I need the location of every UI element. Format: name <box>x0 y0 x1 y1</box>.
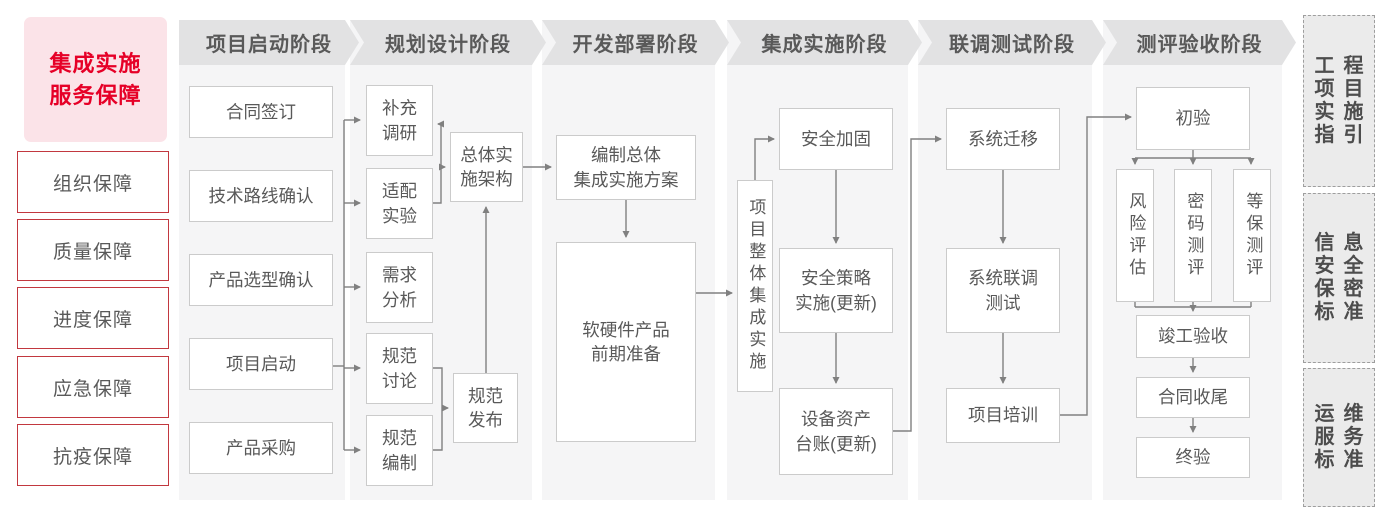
node-risk-assessment: 风险评估 <box>1116 169 1154 302</box>
node-asset-ledger-update: 设备资产 台账(更新) <box>779 388 893 475</box>
node-final-acceptance: 终验 <box>1136 437 1250 478</box>
node-initial-acceptance: 初验 <box>1136 87 1250 150</box>
node-system-joint-testing: 系统联调 测试 <box>946 248 1060 333</box>
sidebar-item-emergency-guarantee: 应急保障 <box>17 356 169 418</box>
sidebar-item-organization-guarantee: 组织保障 <box>17 151 169 213</box>
sidebar-title: 集成实施 服务保障 <box>24 17 167 142</box>
node-spec-release: 规范 发布 <box>453 373 518 443</box>
node-project-overall-integration: 项目整体集成实施 <box>737 180 773 392</box>
node-security-policy-implementation: 安全策略 实施(更新) <box>779 248 893 333</box>
phase-header-dev-deployment: 开发部署阶段 <box>542 20 729 65</box>
node-contract-signing: 合同签订 <box>189 86 333 138</box>
phase-header-planning-design: 规划设计阶段 <box>350 20 546 65</box>
node-system-migration: 系统迁移 <box>946 108 1060 170</box>
node-overall-implementation-architecture: 总体实 施架构 <box>450 132 523 202</box>
phase-header-integration-implementation: 集成实施阶段 <box>727 20 922 65</box>
node-crypto-evaluation: 密码测评 <box>1174 169 1212 302</box>
node-security-hardening: 安全加固 <box>779 108 893 170</box>
node-requirement-analysis: 需求 分析 <box>366 252 433 323</box>
sidebar-item-schedule-guarantee: 进度保障 <box>17 287 169 349</box>
phase-header-joint-testing: 联调测试阶段 <box>918 20 1106 65</box>
node-supplementary-research: 补充 调研 <box>366 85 433 156</box>
node-project-training: 项目培训 <box>946 388 1060 443</box>
node-classified-protection-evaluation: 等保测评 <box>1233 169 1271 302</box>
ref-box-info-security-standards-text: 信息 安全 保密 标准 <box>1314 232 1373 323</box>
node-tech-route-confirm: 技术路线确认 <box>189 170 333 222</box>
ref-box-om-service-standards-text: 运维 服务 标准 <box>1314 403 1373 471</box>
node-product-selection-confirm: 产品选型确认 <box>189 254 333 306</box>
sidebar-item-epidemic-guarantee: 抗疫保障 <box>17 424 169 486</box>
phase-header-evaluation-acceptance: 测评验收阶段 <box>1103 20 1296 65</box>
node-hw-sw-preparation: 软硬件产品 前期准备 <box>556 242 696 442</box>
ref-box-project-implementation-guide: 工程 项目 实施 指引 <box>1303 15 1375 187</box>
ref-box-om-service-standards: 运维 服务 标准 <box>1303 368 1375 507</box>
ref-box-project-implementation-guide-text: 工程 项目 实施 指引 <box>1314 55 1373 146</box>
ref-box-info-security-standards: 信息 安全 保密 标准 <box>1303 193 1375 363</box>
phase-header-project-kickoff: 项目启动阶段 <box>179 20 359 65</box>
node-spec-compilation: 规范 编制 <box>366 415 433 486</box>
node-overall-integration-plan: 编制总体 集成实施方案 <box>556 135 696 200</box>
node-adaptation-experiment: 适配 实验 <box>366 168 433 239</box>
node-completion-acceptance: 竣工验收 <box>1136 315 1250 358</box>
node-project-kickoff: 项目启动 <box>189 338 333 390</box>
node-spec-discussion: 规范 讨论 <box>366 333 433 404</box>
node-product-procurement: 产品采购 <box>189 422 333 474</box>
node-contract-closure: 合同收尾 <box>1136 377 1250 418</box>
sidebar-item-quality-guarantee: 质量保障 <box>17 219 169 281</box>
